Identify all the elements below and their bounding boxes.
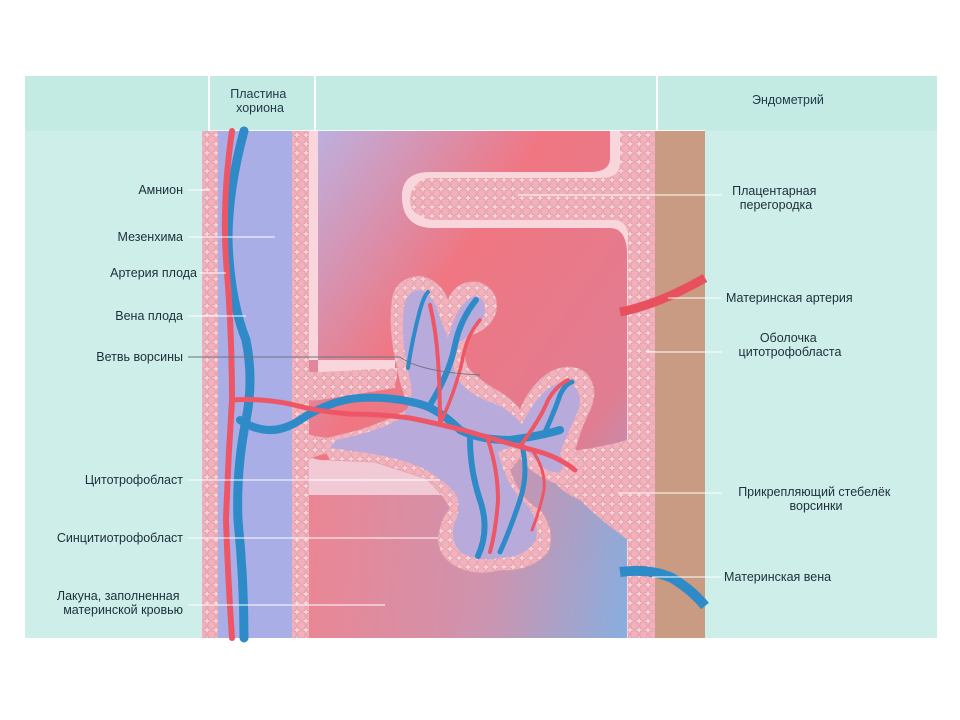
right-leader-lines (518, 194, 722, 578)
label-syncytiotrophoblast: Синцитиотрофобласт (57, 531, 183, 545)
maternal-artery-vessel (619, 274, 708, 317)
fetal-artery-twig (486, 438, 501, 554)
amnion-cell-layer (202, 131, 218, 638)
fetal-artery-branch (229, 397, 578, 473)
label-maternal-artery: Материнская артерия (726, 291, 853, 305)
fetal-vein-plate (223, 126, 255, 643)
label-cytotrophoblast: Цитотрофобласт (85, 473, 183, 487)
header-chorion-plate: Пластина хориона (230, 87, 290, 115)
fetal-vein-branch (236, 393, 564, 445)
label-maternal-vein: Материнская вена (724, 570, 831, 584)
fetal-artery-twig (530, 448, 546, 532)
label-cytotrophoblast-shell: Оболочка цитотрофобласта (739, 331, 842, 359)
left-leader-lines (188, 189, 481, 606)
fetal-artery-twig (428, 303, 442, 426)
septum-top-cells (410, 131, 640, 232)
fetal-artery-twig (518, 378, 570, 448)
chorion-cell-band (292, 360, 398, 401)
fetal-vein-twig (406, 290, 430, 370)
label-fetal-artery: Артерия плода (110, 266, 197, 280)
label-villus-branch: Ветвь ворсины (96, 350, 183, 364)
chorion-membrane-upper (300, 131, 395, 391)
label-mesenchyme: Мезенхима (118, 230, 184, 244)
fetal-vein-twig (467, 435, 488, 559)
fetal-vein-twig (497, 435, 528, 555)
label-amnion: Амнион (138, 183, 183, 197)
fetal-vein-twig (542, 379, 575, 435)
maternal-vein-vessel (619, 565, 709, 610)
header-endometrium: Эндометрий (752, 93, 824, 107)
label-anchoring-villus: Прикрепляющий стебелёк ворсинки (738, 485, 894, 513)
label-lacuna: Лакуна, заполненная материнской кровью (57, 589, 183, 617)
header-strip (25, 76, 937, 131)
chorion-membrane-lower (300, 438, 448, 495)
fetal-artery-twig (438, 318, 482, 426)
label-placental-septum: Плацентарная перегородка (732, 184, 820, 212)
endometrium-region (655, 131, 705, 638)
label-fetal-vein: Вена плода (115, 309, 183, 323)
